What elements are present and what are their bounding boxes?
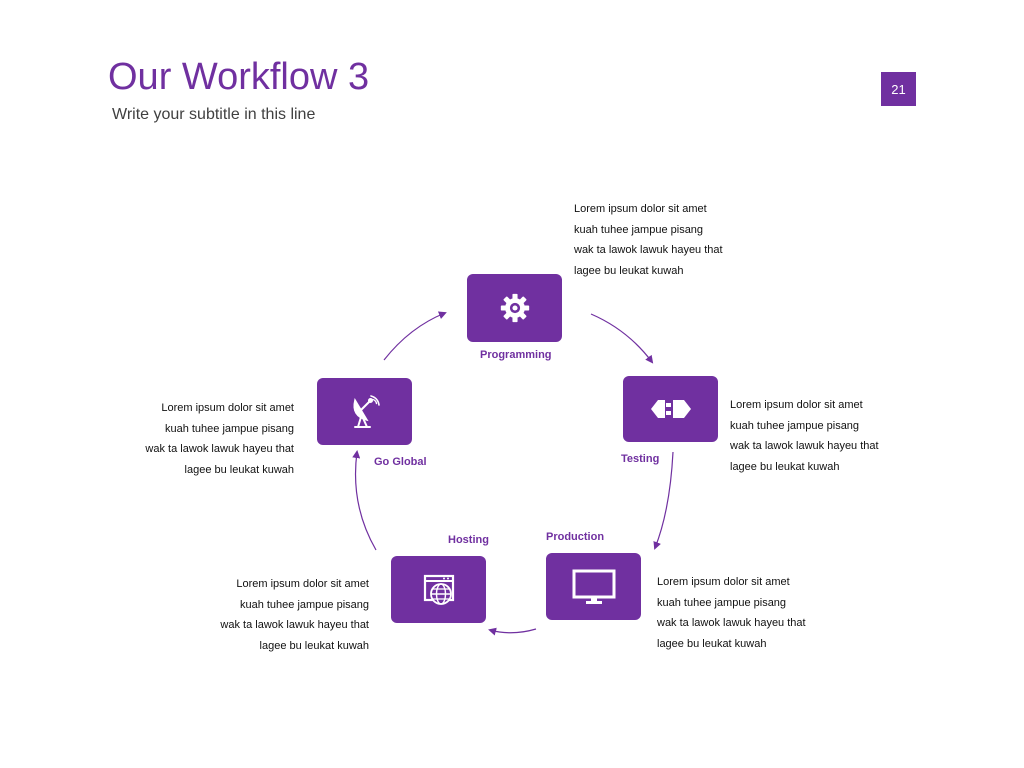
- arrow-production-to-hosting: [488, 627, 537, 636]
- arrow-hosting-to-go-global: [352, 450, 377, 551]
- step-description-testing: Lorem ipsum dolor sit amet kuah tuhee ja…: [730, 399, 879, 473]
- step-label-production: Production: [546, 531, 605, 543]
- step-box-testing[interactable]: [623, 376, 718, 442]
- gear-icon: [500, 293, 529, 323]
- step-description-production: Lorem ipsum dolor sit amet kuah tuhee ja…: [657, 576, 806, 650]
- plug-icon: [650, 400, 691, 418]
- step-label-programming: Programming: [480, 349, 552, 361]
- step-label-hosting: Hosting: [448, 534, 489, 546]
- web-globe-icon: [423, 574, 454, 605]
- page-number-badge: 21: [881, 72, 916, 106]
- slide-subtitle: Write your subtitle in this line: [112, 106, 316, 123]
- arrow-programming-to-testing: [590, 313, 654, 364]
- step-description-programming: Lorem ipsum dolor sit amet kuah tuhee ja…: [574, 203, 723, 277]
- step-box-hosting[interactable]: [391, 556, 486, 623]
- step-box-go-global[interactable]: [317, 378, 412, 445]
- arrow-go-global-to-programming: [383, 311, 447, 361]
- monitor-icon: [572, 569, 615, 604]
- step-label-testing: Testing: [621, 453, 660, 465]
- slide-title: Our Workflow 3: [108, 56, 370, 98]
- arrow-testing-to-production: [653, 451, 674, 550]
- step-box-production[interactable]: [546, 553, 641, 620]
- satellite-dish-icon: [353, 394, 380, 428]
- step-box-programming[interactable]: [467, 274, 562, 342]
- step-description-hosting: Lorem ipsum dolor sit amet kuah tuhee ja…: [220, 578, 369, 652]
- step-label-go-global: Go Global: [374, 456, 427, 468]
- step-description-go-global: Lorem ipsum dolor sit amet kuah tuhee ja…: [145, 402, 294, 476]
